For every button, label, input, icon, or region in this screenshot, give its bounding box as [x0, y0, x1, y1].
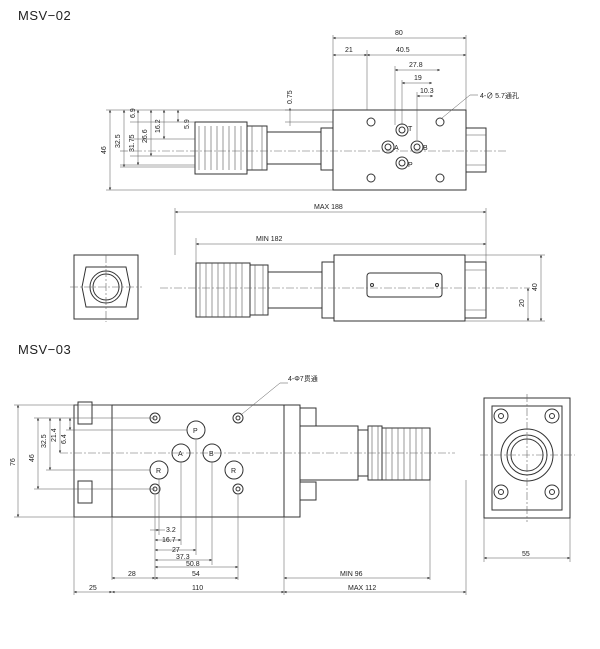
dim-21-4: 21.4 — [51, 428, 58, 442]
dim-3-2: 3.2 — [166, 527, 176, 534]
msv02-sleeve — [266, 131, 322, 165]
msv02-knob — [194, 121, 248, 175]
msv02-nameplate — [366, 272, 443, 298]
dim-50-8: 50.8 — [186, 561, 200, 568]
dim-max-188: MAX 188 — [314, 204, 343, 211]
msv02-mount-hole — [435, 117, 445, 127]
msv03-port-b-label: B — [209, 451, 214, 458]
msv02-port-t-label: T — [408, 126, 413, 133]
title-msv02: MSV−02 — [18, 8, 72, 23]
dim-10-3: 10.3 — [420, 88, 434, 95]
msv03-port-a-label: A — [178, 451, 183, 458]
msv02-port-a-label: A — [394, 145, 399, 152]
dim-27-8: 27.8 — [409, 62, 423, 69]
msv02-top-view: T A B P 4-∅ 5.7通孔 80 21 40.5 27.8 19 10.… — [101, 30, 519, 191]
msv02-mount-hole — [435, 173, 445, 183]
msv03-port-r-right — [224, 460, 244, 480]
dim-max-112: MAX 112 — [348, 585, 376, 592]
dim-40: 40 — [532, 283, 539, 291]
dim-32-5: 32.5 — [115, 134, 122, 148]
dim-19: 19 — [414, 75, 422, 82]
msv03-port-r-left-label: R — [156, 468, 161, 475]
msv02-body — [332, 109, 467, 191]
dim-28: 28 — [128, 571, 136, 578]
title-msv03: MSV−03 — [18, 342, 72, 357]
dim-min-96: MIN 96 — [340, 571, 363, 578]
dim-min-182: MIN 182 — [256, 236, 283, 243]
msv03-end-view: 55 — [480, 394, 575, 562]
dim-16-7: 16.7 — [162, 537, 176, 544]
dim-21: 21 — [345, 47, 353, 54]
msv03-port-r-right-label: R — [231, 468, 236, 475]
msv02-knob-side — [195, 262, 251, 318]
dim-27: 27 — [172, 547, 180, 554]
msv02-port-b-label: B — [423, 145, 428, 152]
dim-55: 55 — [522, 551, 530, 558]
dim-54: 54 — [192, 571, 200, 578]
dim-5-9: 5.9 — [184, 119, 191, 129]
msv02-holes-note: 4-∅ 5.7通孔 — [480, 91, 519, 100]
msv02-port-t — [398, 126, 406, 134]
msv03-port-p-label: P — [193, 428, 198, 435]
dim-37-3: 37.3 — [176, 554, 190, 561]
msv02-mount-hole — [366, 117, 376, 127]
msv02-hex — [320, 127, 334, 171]
dim-20: 20 — [519, 299, 526, 307]
dim-31-75: 31.75 — [129, 134, 136, 152]
dim-25: 25 — [89, 585, 97, 592]
dim-40-5: 40.5 — [396, 47, 410, 54]
msv02-lock-nut — [246, 125, 268, 171]
msv03-knob — [381, 427, 431, 481]
dim-32-5-b: 32.5 — [41, 434, 48, 448]
dim-46: 46 — [101, 146, 108, 154]
msv02-port-p-label: P — [408, 162, 413, 169]
dim-76: 76 — [10, 458, 17, 466]
msv02-end-cap — [465, 127, 487, 173]
msv02-mount-hole — [366, 173, 376, 183]
msv02-port-b — [413, 143, 421, 151]
msv03-holes-note: 4-Φ7贯通 — [288, 374, 318, 383]
msv03-front-view: P A B R R 4-Φ7贯通 76 46 32.5 21.4 6.4 — [10, 374, 467, 595]
msv03-body — [111, 404, 285, 518]
dim-6-4: 6.4 — [61, 434, 68, 444]
dim-80: 80 — [395, 30, 403, 37]
msv02-side-view: MAX 188 MIN 182 20 40 — [70, 204, 545, 322]
dim-0-75: 0.75 — [287, 90, 294, 104]
dim-16-2: 16.2 — [155, 119, 162, 133]
msv02-port-a — [384, 143, 392, 151]
msv02-port-p — [398, 159, 406, 167]
dim-26-6: 26.6 — [142, 129, 149, 143]
dim-46-b: 46 — [29, 454, 36, 462]
dim-110: 110 — [192, 585, 203, 592]
dim-6-9: 6.9 — [130, 108, 137, 118]
